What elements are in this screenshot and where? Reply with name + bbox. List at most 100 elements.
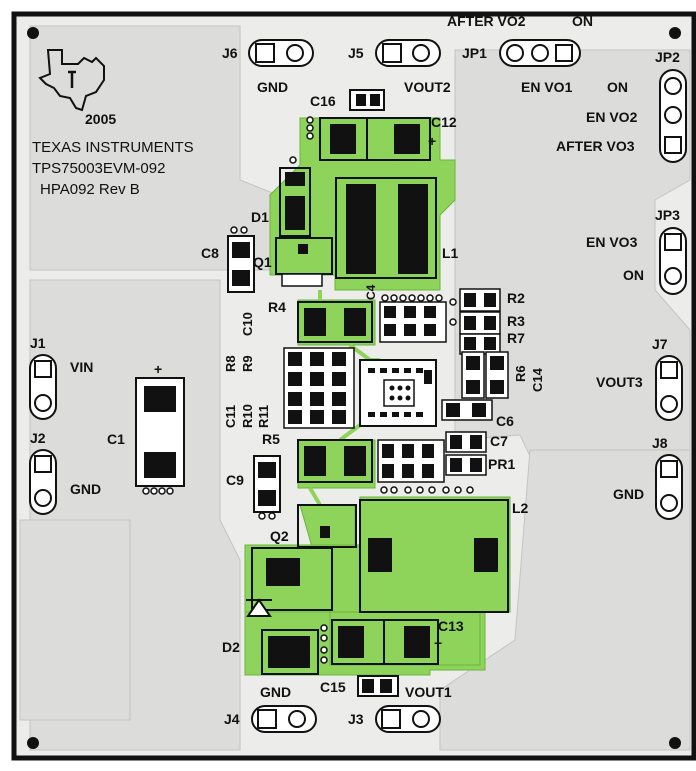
q1-ref: Q1 (253, 254, 272, 270)
l1-ref: L1 (442, 245, 459, 261)
header-jp1 (499, 39, 581, 67)
c9-ref: C9 (226, 472, 244, 488)
via-row-c4 (381, 294, 443, 302)
ic-controller (359, 359, 437, 427)
c1-ref: C1 (107, 431, 125, 447)
vias-d2 (320, 624, 328, 664)
c15-ref: C15 (320, 679, 346, 695)
cap-c16 (349, 89, 385, 111)
jp2-label-after-vo3: AFTER VO3 (556, 138, 635, 154)
cap-c1 (135, 377, 185, 487)
r3-ref: R3 (507, 313, 525, 329)
j6-net: GND (257, 79, 288, 95)
l2-ref: L2 (512, 500, 529, 516)
j7-net: VOUT3 (596, 374, 643, 390)
cap-c9 (253, 455, 281, 513)
cap-c7 (445, 431, 487, 453)
jp2-label-on: ON (607, 79, 628, 95)
jp1-label-on: ON (572, 13, 593, 29)
header-j7 (655, 355, 683, 421)
ti-logo-icon (38, 49, 105, 112)
header-j2 (29, 449, 57, 515)
jp3-label-on: ON (623, 267, 644, 283)
header-jp2 (659, 69, 687, 163)
resistor-r4 (297, 301, 373, 343)
transistor-q1 (275, 237, 333, 287)
r9-ref: R9 (240, 355, 255, 372)
r10-ref: R10 (240, 404, 255, 428)
cap-c13 (331, 619, 439, 665)
mounting-hole-bottom-right (669, 737, 681, 749)
j4-net: GND (260, 684, 291, 700)
c8-ref: C8 (201, 245, 219, 261)
resistor-r2 (459, 288, 501, 312)
inductor-l1 (335, 177, 437, 279)
j8-ref: J8 (652, 435, 668, 451)
header-j5 (375, 39, 441, 67)
header-j8 (655, 454, 683, 520)
mounting-hole-bottom-left (27, 737, 39, 749)
resistor-r5 (297, 439, 373, 483)
j8-net: GND (613, 486, 644, 502)
d1-ref: D1 (251, 209, 269, 225)
jp2-ref: JP2 (655, 49, 680, 65)
r2-ref: R2 (507, 290, 525, 306)
passive-array-upper (379, 301, 447, 343)
jp3-label-en-vo3: EN VO3 (586, 234, 638, 250)
resistor-pr1 (445, 454, 487, 476)
c6-ref: C6 (496, 413, 514, 429)
cap-c14 (485, 351, 509, 399)
j3-net: VOUT1 (405, 684, 452, 700)
c12-ref: C12 (431, 114, 457, 130)
r4-ref: R4 (268, 299, 286, 315)
jp3-ref: JP3 (655, 207, 680, 223)
j2-ref: J2 (30, 430, 46, 446)
c11-ref: C11 (223, 405, 238, 428)
resistor-r6 (461, 351, 485, 399)
header-j1 (29, 354, 57, 420)
resistor-r7 (459, 333, 501, 355)
transistor-q2 (251, 504, 357, 611)
r6-ref: R6 (513, 365, 528, 382)
ground-planes (19, 25, 691, 751)
board-model: TPS75003EVM-092 (32, 160, 165, 177)
cap-c6 (441, 399, 493, 421)
q2-ref: Q2 (270, 528, 289, 544)
board-outline (11, 11, 696, 761)
passive-array-lower (377, 439, 445, 483)
pr1-ref: PR1 (488, 456, 515, 472)
header-j6 (248, 39, 314, 67)
j2-net: GND (70, 481, 101, 497)
diode-d2 (246, 598, 319, 675)
mounting-holes (27, 27, 681, 749)
mounting-hole-top-left (27, 27, 39, 39)
c16-ref: C16 (310, 93, 336, 109)
r11-ref: R11 (256, 405, 271, 428)
j5-net: VOUT2 (404, 79, 451, 95)
cap-c15 (357, 675, 399, 697)
c13-polarity-icon: + (434, 635, 442, 651)
via-cluster-top (289, 116, 314, 164)
mounting-hole-top-right (669, 27, 681, 39)
board-company: TEXAS INSTRUMENTS (32, 139, 194, 156)
r7-ref: R7 (507, 330, 525, 346)
passive-array-left (283, 347, 355, 429)
cap-c8 (227, 235, 255, 293)
c4-ref: C4 (364, 284, 378, 300)
board-year: 2005 (85, 111, 116, 127)
j1-net: VIN (70, 359, 93, 375)
c12-polarity-icon: + (428, 133, 436, 149)
via-row-lower (380, 486, 474, 494)
j4-ref: J4 (224, 711, 240, 727)
vias-c8 (230, 226, 248, 234)
jp1-ref: JP1 (462, 45, 487, 61)
header-j4 (251, 705, 317, 733)
vias-r2-r3 (449, 298, 457, 326)
diode-d1 (279, 167, 311, 237)
cap-c12 (319, 117, 431, 161)
c1-polarity-icon: + (154, 361, 162, 377)
r8-ref: R8 (223, 355, 238, 372)
j6-ref: J6 (222, 45, 238, 61)
